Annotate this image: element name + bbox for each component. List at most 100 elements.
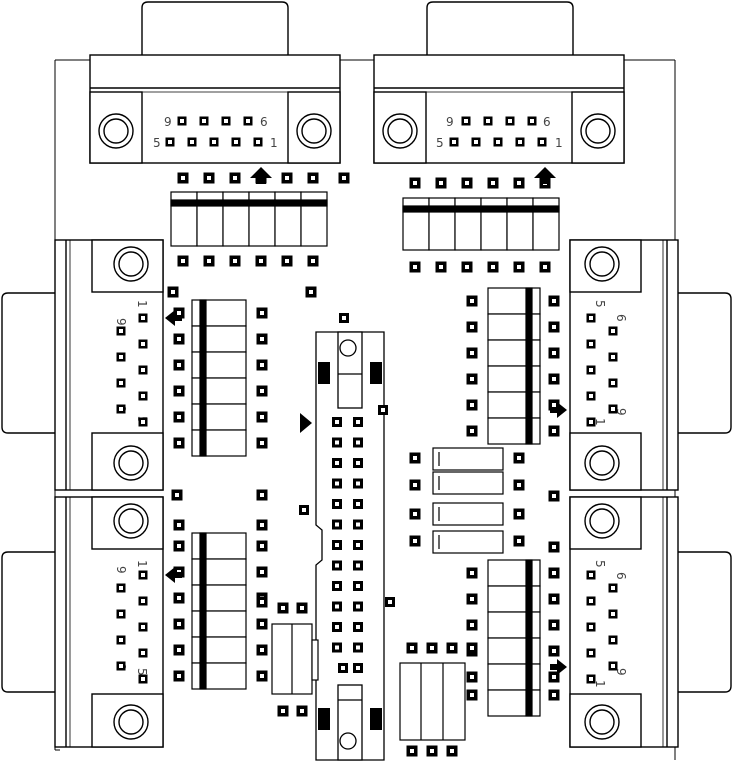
- solder-pad: [203, 255, 215, 267]
- solder-pad: [548, 295, 560, 307]
- solder-pad: [138, 648, 148, 658]
- solder-pad: [537, 137, 547, 147]
- solder-pad: [116, 378, 126, 388]
- solder-pad: [256, 644, 268, 656]
- solder-pad: [539, 261, 551, 273]
- solder-pad: [385, 597, 395, 607]
- pin-label: 5: [135, 668, 149, 676]
- diode-cell: [191, 532, 247, 560]
- solder-pad: [353, 581, 363, 591]
- solder-pad: [339, 313, 349, 323]
- solder-pad: [277, 602, 289, 614]
- solder-pad: [353, 417, 363, 427]
- pin-label: 6: [614, 572, 628, 580]
- solder-pad: [332, 417, 342, 427]
- resistor: [432, 530, 504, 554]
- solder-pad: [173, 540, 185, 552]
- solder-pad: [608, 378, 618, 388]
- solder-pad: [243, 116, 253, 126]
- solder-pad: [548, 490, 560, 502]
- solder-pad: [187, 137, 197, 147]
- solder-pad: [466, 347, 478, 359]
- diode-cell: [170, 191, 198, 247]
- pin-label: 1: [555, 136, 563, 150]
- solder-pad: [256, 437, 268, 449]
- solder-pad: [353, 560, 363, 571]
- solder-pad: [277, 705, 289, 717]
- solder-pad: [406, 745, 418, 757]
- capacitor-block-bottom-left: [271, 623, 319, 695]
- solder-pad: [173, 307, 185, 319]
- solder-pad: [466, 671, 478, 683]
- solder-pad: [409, 177, 421, 189]
- solder-pad: [332, 458, 342, 468]
- solder-pad: [487, 261, 499, 273]
- solder-pad: [548, 619, 560, 631]
- solder-pad: [608, 635, 618, 645]
- diode-cell: [487, 585, 541, 613]
- pin-label: 5: [153, 136, 161, 150]
- diode-cell: [402, 197, 430, 251]
- solder-pad: [173, 618, 185, 630]
- diode-cell: [506, 197, 534, 251]
- solder-pad: [353, 663, 363, 673]
- solder-pad: [138, 674, 148, 684]
- solder-pad: [487, 177, 499, 189]
- diode-cell: [487, 417, 541, 445]
- diode-cell: [487, 663, 541, 691]
- solder-pad: [256, 307, 268, 319]
- solder-pad: [116, 326, 126, 336]
- solder-pad: [435, 177, 447, 189]
- diode-cell: [191, 377, 247, 405]
- solder-pad: [256, 540, 268, 552]
- solder-pad: [548, 399, 560, 411]
- solder-pad: [332, 601, 342, 612]
- diode-cell: [191, 584, 247, 612]
- solder-pad: [116, 661, 126, 671]
- solder-pad: [307, 172, 319, 184]
- solder-pad: [209, 137, 219, 147]
- diode-cell: [532, 197, 560, 251]
- solder-pad: [332, 622, 342, 632]
- pin-label: 5: [593, 560, 607, 568]
- solder-pad: [332, 560, 342, 571]
- solder-pad: [505, 116, 515, 126]
- solder-pad: [173, 592, 185, 604]
- solder-pad: [466, 321, 478, 333]
- solder-pad: [231, 137, 241, 147]
- db9-connector-left-upper: [1, 239, 164, 491]
- solder-pad: [426, 642, 438, 654]
- diode-cell: [487, 339, 541, 367]
- solder-pad: [173, 359, 185, 371]
- polarity-markers: [165, 167, 567, 675]
- capacitor-block-bottom-center: [399, 662, 466, 741]
- solder-pad: [513, 508, 525, 520]
- solder-pad: [446, 745, 458, 757]
- solder-pad: [513, 261, 525, 273]
- solder-pad: [138, 313, 148, 323]
- diode-cell: [191, 558, 247, 586]
- pin-label: 5: [436, 136, 444, 150]
- solder-pad: [177, 172, 189, 184]
- solder-pad: [173, 333, 185, 345]
- solder-pad: [116, 609, 126, 619]
- pin-label: 9: [114, 318, 128, 326]
- solder-pad: [165, 137, 175, 147]
- solder-pad: [229, 172, 241, 184]
- diode-cell: [191, 403, 247, 431]
- solder-pad: [353, 499, 363, 509]
- pin-label: 1: [270, 136, 278, 150]
- solder-pad: [586, 417, 596, 427]
- solder-pad: [527, 116, 537, 126]
- solder-pad: [548, 689, 560, 701]
- diode-cell: [487, 365, 541, 393]
- solder-pad: [466, 399, 478, 411]
- solder-pad: [116, 404, 126, 414]
- solder-pad: [515, 137, 525, 147]
- solder-pad: [116, 352, 126, 362]
- solder-pad: [116, 583, 126, 593]
- diode-cell: [196, 191, 224, 247]
- diode-cell: [191, 610, 247, 638]
- diode-cell: [248, 191, 276, 247]
